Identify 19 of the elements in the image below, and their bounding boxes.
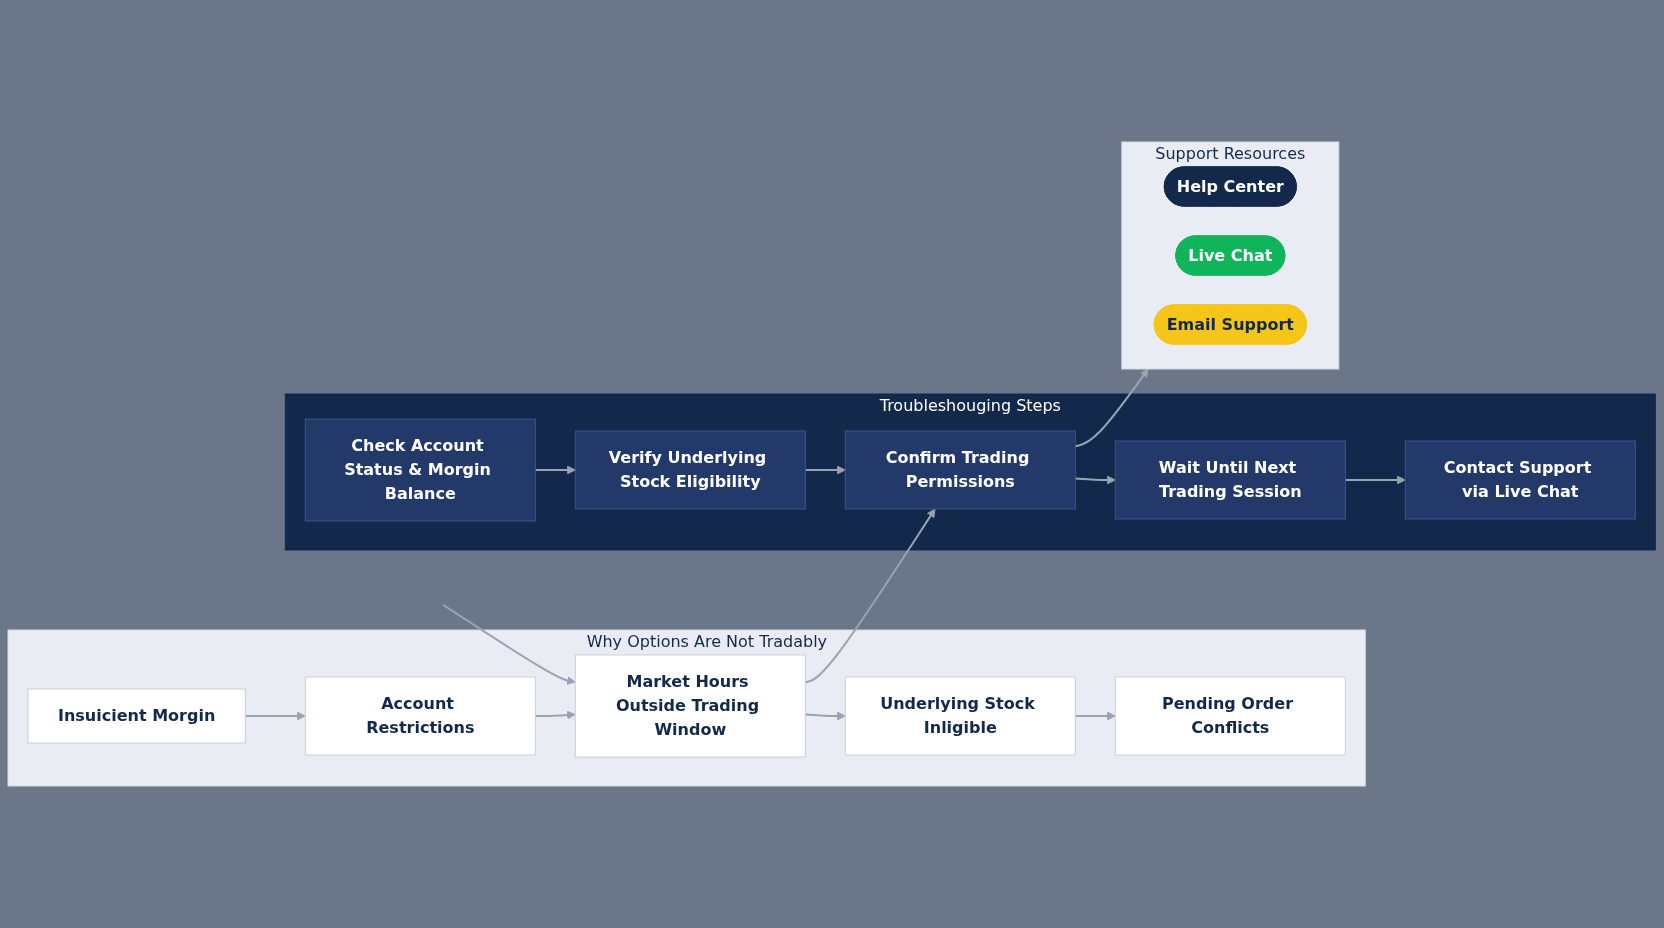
node-box: Contact Support via Live Chat bbox=[1405, 440, 1637, 520]
node-box: Verify Underlying Stock Eligibility bbox=[575, 430, 807, 510]
arrow bbox=[534, 710, 577, 720]
arrow bbox=[1074, 368, 1149, 448]
arrow bbox=[804, 711, 847, 721]
arrow bbox=[244, 711, 307, 721]
arrow bbox=[804, 508, 936, 684]
arrow bbox=[804, 465, 847, 475]
node-box: Pending Order Conflicts bbox=[1115, 676, 1347, 756]
node-box: Insuicient Morgin bbox=[27, 688, 247, 744]
arrow bbox=[1344, 475, 1407, 485]
node-box: Confirm Trading Permissions bbox=[845, 430, 1077, 510]
arrow bbox=[442, 604, 577, 685]
node-box: Wait Until Next Trading Session bbox=[1115, 440, 1347, 520]
node-box: Underlying Stock Inligible bbox=[845, 676, 1077, 756]
arrow bbox=[534, 465, 577, 475]
node-box: Market Hours Outside Trading Window bbox=[575, 654, 807, 758]
node-box: Check Account Status & Morgin Balance bbox=[305, 418, 537, 522]
node-box: Account Restrictions bbox=[305, 676, 537, 756]
